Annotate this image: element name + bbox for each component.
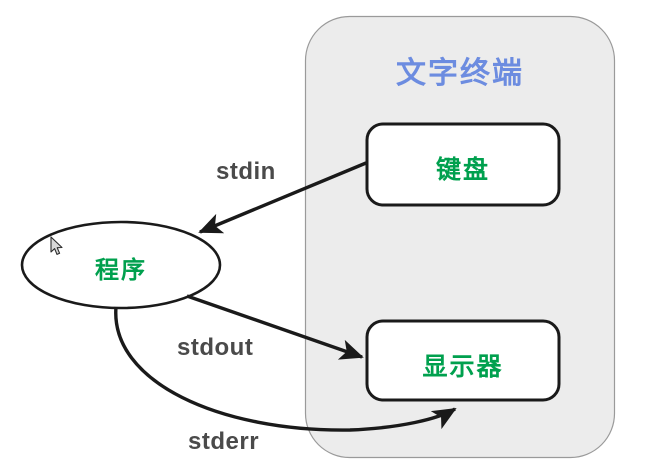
display-box[interactable] [365, 319, 561, 402]
stderr-label: stderr [188, 428, 260, 455]
stdout-arrow [186, 294, 364, 360]
display-label: 显示器 [422, 353, 504, 381]
program-label: 程序 [95, 257, 147, 284]
stderr-arrow [114, 306, 457, 432]
mouse-pointer-icon [50, 236, 63, 255]
program-ellipse[interactable] [20, 220, 222, 310]
stdin-arrow [198, 161, 367, 234]
keyboard-box[interactable] [365, 122, 561, 207]
keyboard-label: 键盘 [435, 156, 490, 184]
stdout-label: stdout [177, 334, 254, 361]
stdin-label: stdin [216, 158, 276, 185]
terminal-title: 文字终端 [396, 57, 524, 90]
